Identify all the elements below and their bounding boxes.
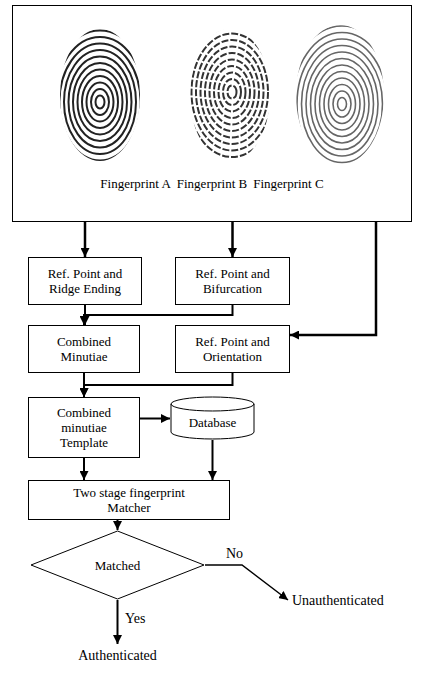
process-box: Ref. Point and Orientation <box>175 325 290 373</box>
fingerprint-ridge <box>73 63 127 141</box>
node-content: Combined minutiae Template <box>29 398 139 457</box>
fingerprint-ridge <box>338 98 347 111</box>
flow-arrow <box>84 222 87 257</box>
fingerprint-ridge <box>46 24 154 180</box>
branch-label: No <box>226 546 243 562</box>
fingerprint-ridge <box>187 27 277 157</box>
decision-diamond: Matched <box>30 530 205 600</box>
fingerprint-ridge <box>214 66 250 118</box>
node-text: Two stage fingerprint Matcher <box>59 485 199 515</box>
fingerprint-ridge <box>210 60 255 125</box>
branch-label: Yes <box>125 611 145 627</box>
flow-arrow <box>212 440 214 480</box>
fingerprint-ridge <box>205 53 259 131</box>
fingerprint-ridge <box>311 59 374 150</box>
fingerprint-ridge <box>196 40 268 144</box>
cylinder-rim <box>171 404 254 411</box>
fingerprint-ridge <box>51 31 150 174</box>
fingerprint-ridge <box>69 57 132 148</box>
fingerprint-ridge <box>178 14 286 170</box>
node-content: Ref. Point and Ridge Ending <box>29 258 141 304</box>
node-text: Combined minutiae Template <box>49 405 119 450</box>
flow-arrow <box>84 373 233 397</box>
fingerprint-ridge <box>64 50 136 154</box>
fingerprint-ridge <box>302 46 383 163</box>
node-content: Two stage fingerprint Matcher <box>29 481 229 519</box>
fingerprint-ridge <box>297 39 387 169</box>
fingerprint-ridge <box>183 21 282 164</box>
fingerprint-ridge <box>55 37 145 167</box>
node-content: Ref. Point and Orientation <box>176 326 289 372</box>
fingerprint-c <box>288 26 396 182</box>
fingerprint-ridge <box>315 65 369 143</box>
fingerprint-ridge <box>60 44 141 161</box>
yes-branch-arrow <box>117 600 119 644</box>
node-text: Fingerprint B <box>177 176 247 191</box>
node-text: Database <box>189 415 237 430</box>
node-content: Database <box>170 397 255 440</box>
process-box: Two stage fingerprint Matcher <box>28 480 230 520</box>
node-content: Combined Minutiae <box>29 326 139 372</box>
fingerprint-ridge <box>91 89 109 115</box>
diamond-shape <box>31 531 204 599</box>
flow-arrow <box>290 222 376 335</box>
node-content: Matched <box>30 530 205 600</box>
process-box: Combined Minutiae <box>28 325 140 373</box>
node-text: Ref. Point and Bifurcation <box>180 266 285 296</box>
node-text: Ref. Point and Orientation <box>180 334 285 364</box>
node-text: Fingerprint A <box>100 176 170 191</box>
fingerprint-ridge <box>87 83 114 122</box>
result-label: Authenticated <box>78 648 157 664</box>
result-label: Unauthenticated <box>292 593 384 609</box>
fingerprint-ridge <box>306 52 378 156</box>
node-content: Fingerprint A Fingerprint B Fingerprint C <box>13 6 411 221</box>
cylinder-body <box>171 397 254 439</box>
flow-arrow <box>83 458 85 480</box>
process-box: Ref. Point and Bifurcation <box>175 257 290 305</box>
database-cylinder: Database <box>170 397 255 440</box>
fingerprint-ridge <box>333 91 351 117</box>
fingerprint-ridge <box>223 79 241 105</box>
node-text: Ref. Point and Ridge Ending <box>33 266 137 296</box>
flow-arrow <box>140 418 170 420</box>
node-text: Combined Minutiae <box>44 334 124 364</box>
fingerprint-ridge <box>82 76 118 128</box>
node-text: Fingerprint C <box>253 176 323 191</box>
fingerprint-ridge <box>329 85 356 124</box>
fingerprint-ridge <box>324 78 360 130</box>
fingerprint-ridge <box>288 26 396 182</box>
flow-arrow <box>231 222 234 257</box>
fingerprint-ridge <box>228 86 237 99</box>
fingerprint-ridge <box>78 70 123 135</box>
no-branch-arrow <box>205 565 288 600</box>
fingerprint-ridge <box>293 33 392 176</box>
fingerprint-ridge <box>201 47 264 138</box>
flow-arrow <box>84 305 233 325</box>
node-content: Ref. Point and Bifurcation <box>176 258 289 304</box>
fingerprint-ridge <box>192 34 273 151</box>
fingerprint-ridge <box>219 73 246 112</box>
fingerprint-a <box>46 24 154 180</box>
fingerprint-ridge <box>320 72 365 137</box>
fingerprint-panel: Fingerprint A Fingerprint B Fingerprint C <box>12 5 412 222</box>
process-box: Ref. Point and Ridge Ending <box>28 257 142 305</box>
flow-arrow <box>117 520 119 530</box>
fingerprint-b <box>178 14 286 170</box>
node-text: Matched <box>95 558 140 573</box>
process-box: Combined minutiae Template <box>28 397 140 458</box>
fingerprint-ridge <box>96 96 105 109</box>
